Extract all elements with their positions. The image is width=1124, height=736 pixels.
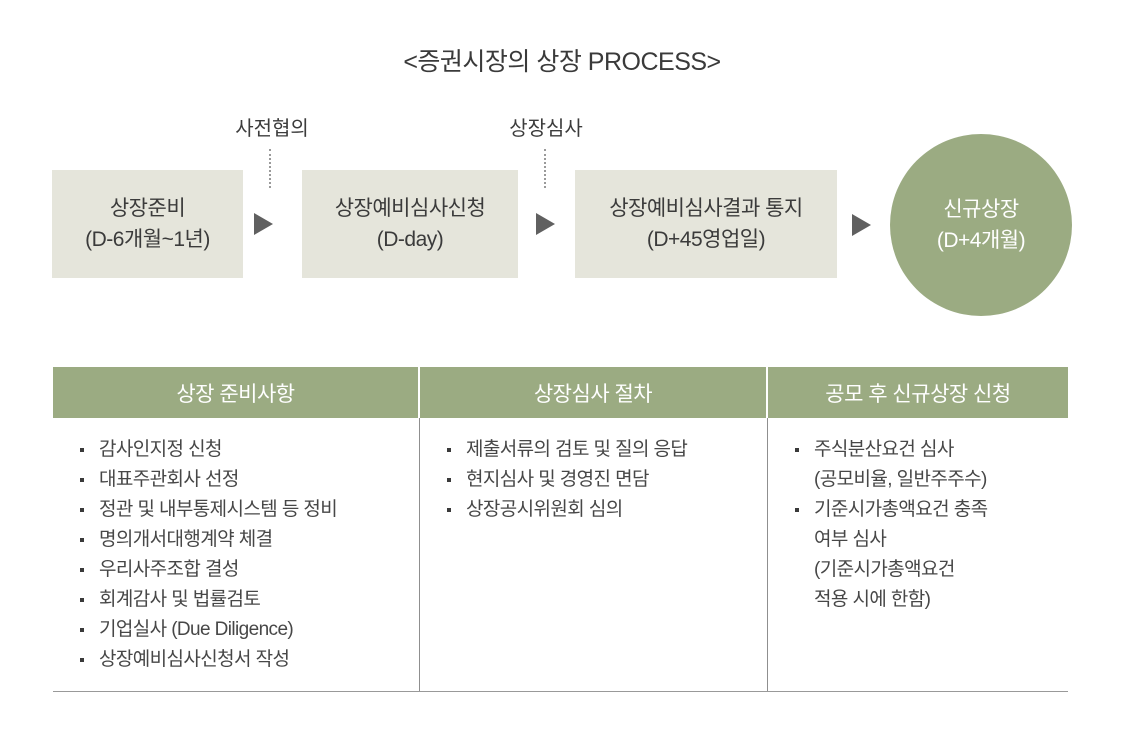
list-item: 명의개서대행계약 체결 <box>77 525 409 555</box>
page-title: <증권시장의 상장 PROCESS> <box>403 48 721 76</box>
bullet-icon <box>80 598 84 602</box>
step-name: 상장예비심사결과 통지 <box>609 197 803 220</box>
column-header-post-ipo-application: 공모 후 신규상장 신청 <box>768 367 1068 418</box>
annotation-pre-consultation: 사전협의 <box>235 118 309 140</box>
step-box-preparation: 상장준비 (D-6개월~1년) <box>52 170 243 278</box>
table-body-row: 감사인지정 신청 대표주관회사 선정 정관 및 내부통제시스템 등 정비 명의개… <box>53 418 1068 692</box>
bullet-icon <box>80 448 84 452</box>
details-table: 상장 준비사항 상장심사 절차 공모 후 신규상장 신청 감사인지정 신청 대표… <box>53 367 1068 692</box>
bullet-icon <box>447 508 451 512</box>
step-timing: (D-day) <box>376 228 444 251</box>
step-box-preliminary-application: 상장예비심사신청 (D-day) <box>302 170 518 278</box>
column-header-preparation: 상장 준비사항 <box>53 367 420 418</box>
bullet-icon <box>80 568 84 572</box>
list-item: 정관 및 내부통제시스템 등 정비 <box>77 495 409 525</box>
step-name: 상장준비 <box>109 197 186 220</box>
list-item: 감사인지정 신청 <box>77 435 409 465</box>
bullet-icon <box>795 448 799 452</box>
list-item: 회계감사 및 법률검토 <box>77 585 409 615</box>
arrow-right-icon <box>254 213 273 235</box>
column-header-review-procedure: 상장심사 절차 <box>420 367 768 418</box>
step-box-review-result-notice: 상장예비심사결과 통지 (D+45영업일) <box>575 170 837 278</box>
bullet-icon <box>80 628 84 632</box>
step-name: 신규상장 <box>943 198 1019 221</box>
annotation-listing-review: 상장심사 <box>509 118 583 140</box>
arrow-right-icon <box>536 213 555 235</box>
step-timing: (D+45영업일) <box>646 228 766 251</box>
bullet-icon <box>447 448 451 452</box>
list-item: 대표주관회사 선정 <box>77 465 409 495</box>
step-circle-new-listing: 신규상장 (D+4개월) <box>890 134 1072 316</box>
bullet-icon <box>447 478 451 482</box>
step-name: 상장예비심사신청 <box>334 197 486 220</box>
list-item: 주식분산요건 심사 (공모비율, 일반주주수) <box>792 435 1058 495</box>
bullet-icon <box>80 478 84 482</box>
column-body-review-procedure: 제출서류의 검토 및 질의 응답 현지심사 및 경영진 면담 상장공시위원회 심… <box>420 418 768 691</box>
dotted-connector-1 <box>269 149 271 188</box>
list-item: 상장공시위원회 심의 <box>444 495 757 525</box>
bullet-icon <box>80 538 84 542</box>
list-item: 현지심사 및 경영진 면담 <box>444 465 757 495</box>
column-body-preparation: 감사인지정 신청 대표주관회사 선정 정관 및 내부통제시스템 등 정비 명의개… <box>53 418 420 691</box>
list-item: 기업실사 (Due Diligence) <box>77 615 409 645</box>
table-header-row: 상장 준비사항 상장심사 절차 공모 후 신규상장 신청 <box>53 367 1068 418</box>
list-item: 제출서류의 검토 및 질의 응답 <box>444 435 757 465</box>
step-timing: (D-6개월~1년) <box>85 228 210 251</box>
list-item: 상장예비심사신청서 작성 <box>77 645 409 675</box>
arrow-right-icon <box>852 214 871 236</box>
dotted-connector-2 <box>544 149 546 188</box>
list-item: 기준시가총액요건 충족 여부 심사 (기준시가총액요건 적용 시에 한함) <box>792 495 1058 615</box>
bullet-icon <box>795 508 799 512</box>
list-item: 우리사주조합 결성 <box>77 555 409 585</box>
step-timing: (D+4개월) <box>936 229 1026 252</box>
column-body-post-ipo-application: 주식분산요건 심사 (공모비율, 일반주주수) 기준시가총액요건 충족 여부 심… <box>768 418 1068 691</box>
bullet-icon <box>80 658 84 662</box>
bullet-icon <box>80 508 84 512</box>
